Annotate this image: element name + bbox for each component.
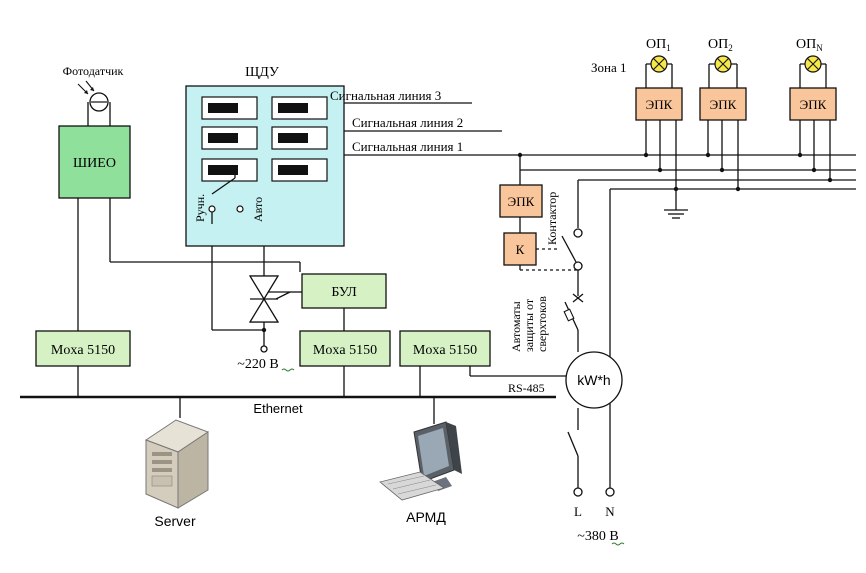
moxa-2-box [299,330,391,367]
neutral-n-label: N [605,504,615,519]
opn-label: ОПN [796,37,823,53]
signal-line-2-label: Сигнальная линия 2 [352,115,463,130]
epk-1-label: ЭПК [646,97,673,112]
junction [673,186,679,192]
breakers-label-2: защиты от [522,298,536,352]
spellcheck-underline [611,542,625,546]
zone-1-label: Зона 1 [591,60,627,75]
relay-display [278,133,308,143]
junction [797,152,803,158]
moxa-1-box [35,330,131,367]
op1-label: ОП1 [646,37,671,53]
auto-label: Авто [251,197,265,222]
shieo-box [58,125,131,199]
energy-meter [565,351,623,409]
breakers-label-1: Автоматы [509,301,523,352]
contactor-terminal-bottom [573,261,583,271]
junction [735,186,741,192]
relay-display [278,165,308,175]
terminal-l [573,487,583,497]
lamp-icon [804,55,822,73]
k-label: К [516,242,525,257]
terminal-220 [260,345,268,353]
mains-220-label: ~220 В [237,357,278,372]
lamp-icon [650,55,668,73]
breakers-label-3: сверхтоков [535,296,549,352]
ethernet-label: Ethernet [253,401,303,416]
moxa-2-label: Moxa 5150 [313,343,377,358]
epk-control-box [499,184,543,218]
mains-380-label: ~380 В [577,529,618,544]
junction [827,177,833,183]
breaker-thermal [563,308,575,322]
relay-display [208,165,238,175]
bul-label: БУЛ [331,285,357,300]
manual-terminal [208,205,216,213]
contactor-label: Контактор [545,192,559,245]
moxa-3-label: Moxa 5150 [413,343,477,358]
server-label: Server [154,513,196,529]
shieo-label: ШИЕО [73,156,116,171]
junction [643,152,649,158]
input-switch-blade [567,431,579,457]
meter-label: kW*h [577,372,610,388]
rs485-label: RS-485 [508,381,545,395]
moxa-1-label: Moxa 5150 [51,343,115,358]
signal-line-1-label: Сигнальная линия 1 [352,139,463,154]
epk-control-label: ЭПК [508,194,535,209]
photosensor-label: Фотодатчик [63,64,124,78]
shdu-label: ЩДУ [245,65,279,80]
armd-label: АРМД [406,509,446,525]
junction [811,167,817,173]
contactor-blade [561,235,577,263]
signal-line-3-label: Сигнальная линия 3 [330,88,441,103]
breaker-x-2 [572,293,584,303]
workstation-icon [379,421,462,501]
server-icon [144,419,210,509]
triac-icon [248,275,291,323]
relay-display [208,103,238,113]
manual-label: Ручн. [193,194,207,222]
junction [261,327,267,333]
phase-l-label: L [574,504,582,519]
k-box [503,232,537,266]
epk-2-box [699,87,747,121]
auto-terminal [236,205,244,213]
terminal-n [605,487,615,497]
epk-2-label: ЭПК [710,97,737,112]
spellcheck-underline [281,368,295,372]
op2-label: ОП2 [708,37,733,53]
relay-display [208,133,238,143]
junction [657,167,663,173]
epk-n-label: ЭПК [800,97,827,112]
bul-box [301,273,387,309]
epk-1-box [635,87,683,121]
contactor-terminal-top [573,228,583,238]
epk-n-box [789,87,837,121]
junction [719,167,725,173]
mode-switch-lever [211,177,236,195]
junction [705,152,711,158]
moxa-3-box [399,330,491,367]
shdu-relay-grid [201,96,328,182]
relay-display [278,103,308,113]
lamp-icon [714,55,732,73]
photosensor-icon [77,80,111,112]
